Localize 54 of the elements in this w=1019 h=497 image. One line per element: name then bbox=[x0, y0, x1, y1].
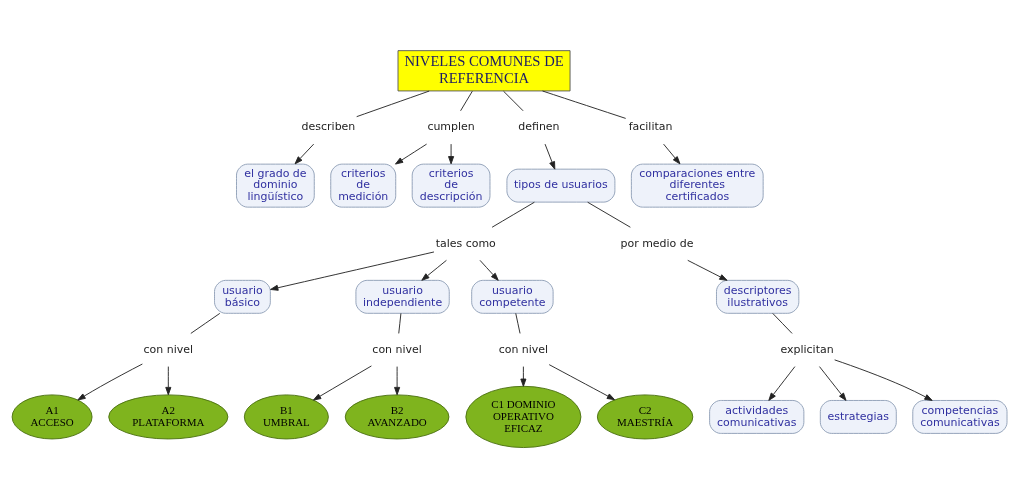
arrow bbox=[544, 143, 556, 170]
connector bbox=[503, 90, 524, 111]
node-box: usuario independiente bbox=[355, 279, 450, 314]
connector bbox=[515, 312, 521, 334]
arrow bbox=[687, 259, 728, 281]
arrow bbox=[819, 365, 847, 401]
node-box: criterios de descripción bbox=[411, 163, 491, 208]
node-box: tipos de usuarios bbox=[506, 168, 616, 203]
node-text: definen bbox=[518, 119, 560, 133]
arrow bbox=[548, 363, 616, 400]
node-ellipse: B2 AVANZADO bbox=[344, 393, 450, 439]
node-box: NIVELES COMUNES DE REFERENCIA bbox=[397, 49, 571, 91]
connector bbox=[587, 201, 631, 228]
node-text: explicitan bbox=[780, 342, 834, 356]
arrow bbox=[768, 365, 796, 401]
node-text: con nivel bbox=[372, 342, 422, 356]
arrow bbox=[294, 143, 315, 164]
node-text: cumplen bbox=[427, 119, 475, 133]
node-text: describen bbox=[301, 119, 356, 133]
node-box: el grado de dominio lingüístico bbox=[236, 163, 315, 208]
connector bbox=[190, 312, 221, 334]
node-box: actividades comunicativas bbox=[709, 399, 805, 434]
connector bbox=[460, 90, 473, 111]
arrow bbox=[421, 259, 447, 281]
arrow bbox=[479, 259, 499, 281]
connector bbox=[491, 201, 535, 228]
node-ellipse: C1 DOMINIO OPERATIVO EFICAZ bbox=[465, 385, 582, 448]
node-text: con nivel bbox=[498, 342, 549, 356]
arrow bbox=[448, 143, 455, 164]
connector bbox=[542, 90, 627, 119]
arrow bbox=[520, 365, 527, 387]
node-ellipse: A2 PLATAFORMA bbox=[108, 393, 229, 439]
connector bbox=[356, 90, 430, 117]
node-text: por medio de bbox=[620, 236, 694, 250]
node-box: comparaciones entre diferentes certificados bbox=[630, 163, 764, 208]
node-box: usuario competente bbox=[471, 279, 554, 314]
connector bbox=[772, 312, 793, 334]
node-box: competencias comunicativas bbox=[912, 399, 1008, 434]
node-box: criterios de medición bbox=[330, 163, 397, 208]
arrow bbox=[165, 365, 172, 395]
arrow bbox=[313, 365, 372, 400]
arrow bbox=[270, 251, 435, 291]
arrow bbox=[663, 143, 681, 164]
arrow bbox=[395, 143, 428, 165]
arrow bbox=[394, 365, 401, 395]
connector bbox=[398, 312, 402, 334]
node-box: estrategias bbox=[819, 399, 897, 434]
node-text: facilitan bbox=[628, 119, 673, 133]
node-text: con nivel bbox=[143, 342, 194, 356]
node-box: descriptores ilustrativos bbox=[716, 279, 800, 314]
arrow bbox=[77, 363, 143, 400]
node-text: tales como bbox=[435, 236, 496, 250]
node-box: usuario básico bbox=[214, 279, 271, 314]
arrow bbox=[834, 358, 933, 401]
